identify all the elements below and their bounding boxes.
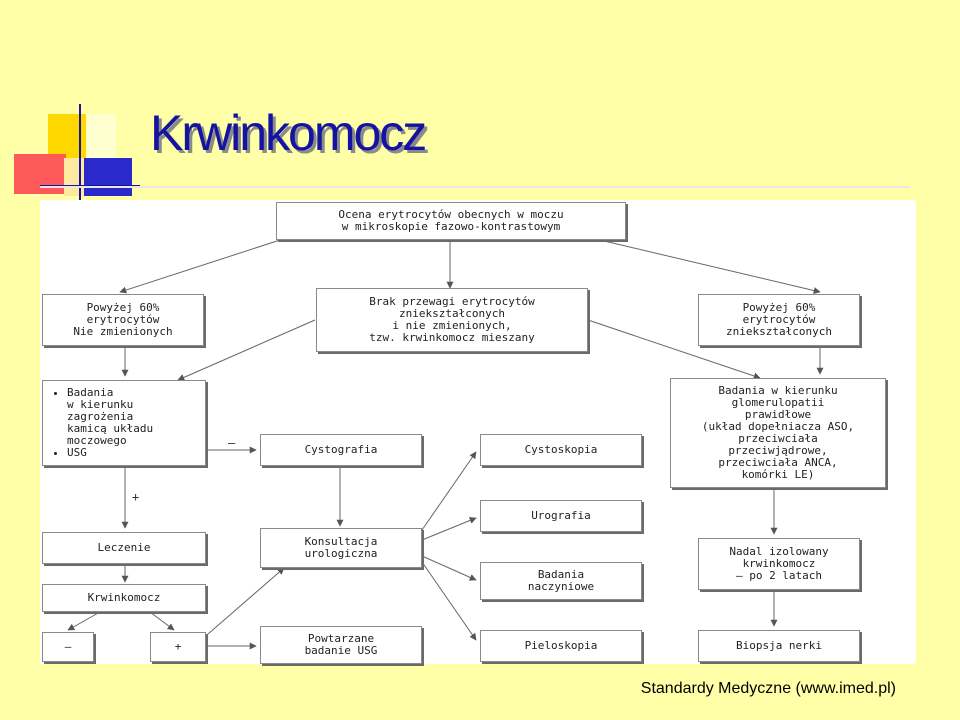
badania-list-item: USG xyxy=(67,447,153,459)
box-cystografia: Cystografia xyxy=(260,434,422,466)
decorative-squares xyxy=(14,104,140,206)
blue-square xyxy=(84,158,132,196)
box-biopsja-text: Biopsja nerki xyxy=(735,639,823,652)
arrow-mid-left xyxy=(177,319,316,381)
box-leczenie: Leczenie xyxy=(42,532,206,564)
box-biopsja: Biopsja nerki xyxy=(698,630,860,662)
light-square xyxy=(86,114,116,158)
box-urografia: Urografia xyxy=(480,500,642,532)
arrow-konsultacja-urografia xyxy=(421,517,477,541)
box-konsultacja-text: Konsultacja urologiczna xyxy=(304,535,378,560)
box-glomerulopatia-text: Badania w kierunku glomerulopatii prawid… xyxy=(701,384,855,481)
box-pieloskopia: Pieloskopia xyxy=(480,630,642,662)
arrow-konsultacja-cystoskopia xyxy=(421,451,477,531)
box-cystografia-text: Cystografia xyxy=(304,443,378,456)
flowchart: — + Ocena erytrocytów obecnych w moczu w… xyxy=(40,200,916,664)
box-powtarzane: Powtarzane badanie USG xyxy=(260,626,422,664)
box-naczyniowe-text: Badania naczyniowe xyxy=(527,568,595,593)
box-znieksztalcone-text: Powyżej 60% erytrocytów zniekształconych xyxy=(726,301,832,338)
box-urografia-text: Urografia xyxy=(531,509,591,522)
box-ocena: Ocena erytrocytów obecnych w moczu w mik… xyxy=(276,202,626,240)
box-mieszany-text: Brak przewagi erytrocytów zniekształcony… xyxy=(369,295,535,344)
box-krwinkomocz-text: Krwinkomocz xyxy=(87,591,161,604)
box-pieloskopia-text: Pieloskopia xyxy=(524,639,598,652)
box-minus: — xyxy=(42,632,94,662)
box-powtarzane-text: Powtarzane badanie USG xyxy=(304,632,378,657)
flowchart-connectors xyxy=(67,239,824,650)
box-niezmienione-text: Powyżej 60% erytrocytów Nie zmienionych xyxy=(73,301,173,338)
title-underline xyxy=(40,186,910,188)
box-niezmienione: Powyżej 60% erytrocytów Nie zmienionych xyxy=(42,294,204,346)
box-badania-kamica: Badania w kierunku zagrożenia kamicą ukł… xyxy=(42,380,206,466)
arrow-top-right xyxy=(599,239,821,294)
box-minus-text: — xyxy=(64,640,72,653)
box-cystoskopia: Cystoskopia xyxy=(480,434,642,466)
arrow-krwinkomocz-plus xyxy=(149,611,175,631)
arrow-top-left xyxy=(119,239,281,294)
slide-title: Krwinkomocz xyxy=(150,105,427,161)
box-znieksztalcone: Powyżej 60% erytrocytów zniekształconych xyxy=(698,294,860,346)
footer-source: Standardy Medyczne (www.imed.pl) xyxy=(640,680,896,697)
label-plus: + xyxy=(132,490,140,504)
label-minus: — xyxy=(228,436,236,450)
box-leczenie-text: Leczenie xyxy=(97,541,151,554)
box-plus-text: + xyxy=(174,640,182,653)
box-naczyniowe: Badania naczyniowe xyxy=(480,562,642,600)
arrow-mid-right xyxy=(587,319,761,380)
box-konsultacja: Konsultacja urologiczna xyxy=(260,528,422,568)
badania-list-item: Badania w kierunku zagrożenia kamicą ukł… xyxy=(67,387,153,447)
box-glomerulopatia: Badania w kierunku glomerulopatii prawid… xyxy=(670,378,886,488)
box-nadal-izolowany-text: Nadal izolowany krwinkomocz — po 2 latac… xyxy=(729,545,829,582)
box-nadal-izolowany: Nadal izolowany krwinkomocz — po 2 latac… xyxy=(698,538,860,590)
box-krwinkomocz: Krwinkomocz xyxy=(42,584,206,612)
box-mieszany: Brak przewagi erytrocytów zniekształcony… xyxy=(316,288,588,352)
box-cystoskopia-text: Cystoskopia xyxy=(524,443,598,456)
box-plus: + xyxy=(150,632,206,662)
arrow-plus-konsultacja xyxy=(207,567,285,635)
badania-list: Badania w kierunku zagrożenia kamicą ukł… xyxy=(53,387,153,459)
arrow-konsultacja-naczyniowe xyxy=(421,555,477,581)
arrow-krwinkomocz-minus xyxy=(67,611,101,631)
arrow-konsultacja-pieloskopia xyxy=(421,561,477,641)
box-ocena-text: Ocena erytrocytów obecnych w moczu w mik… xyxy=(338,208,564,233)
